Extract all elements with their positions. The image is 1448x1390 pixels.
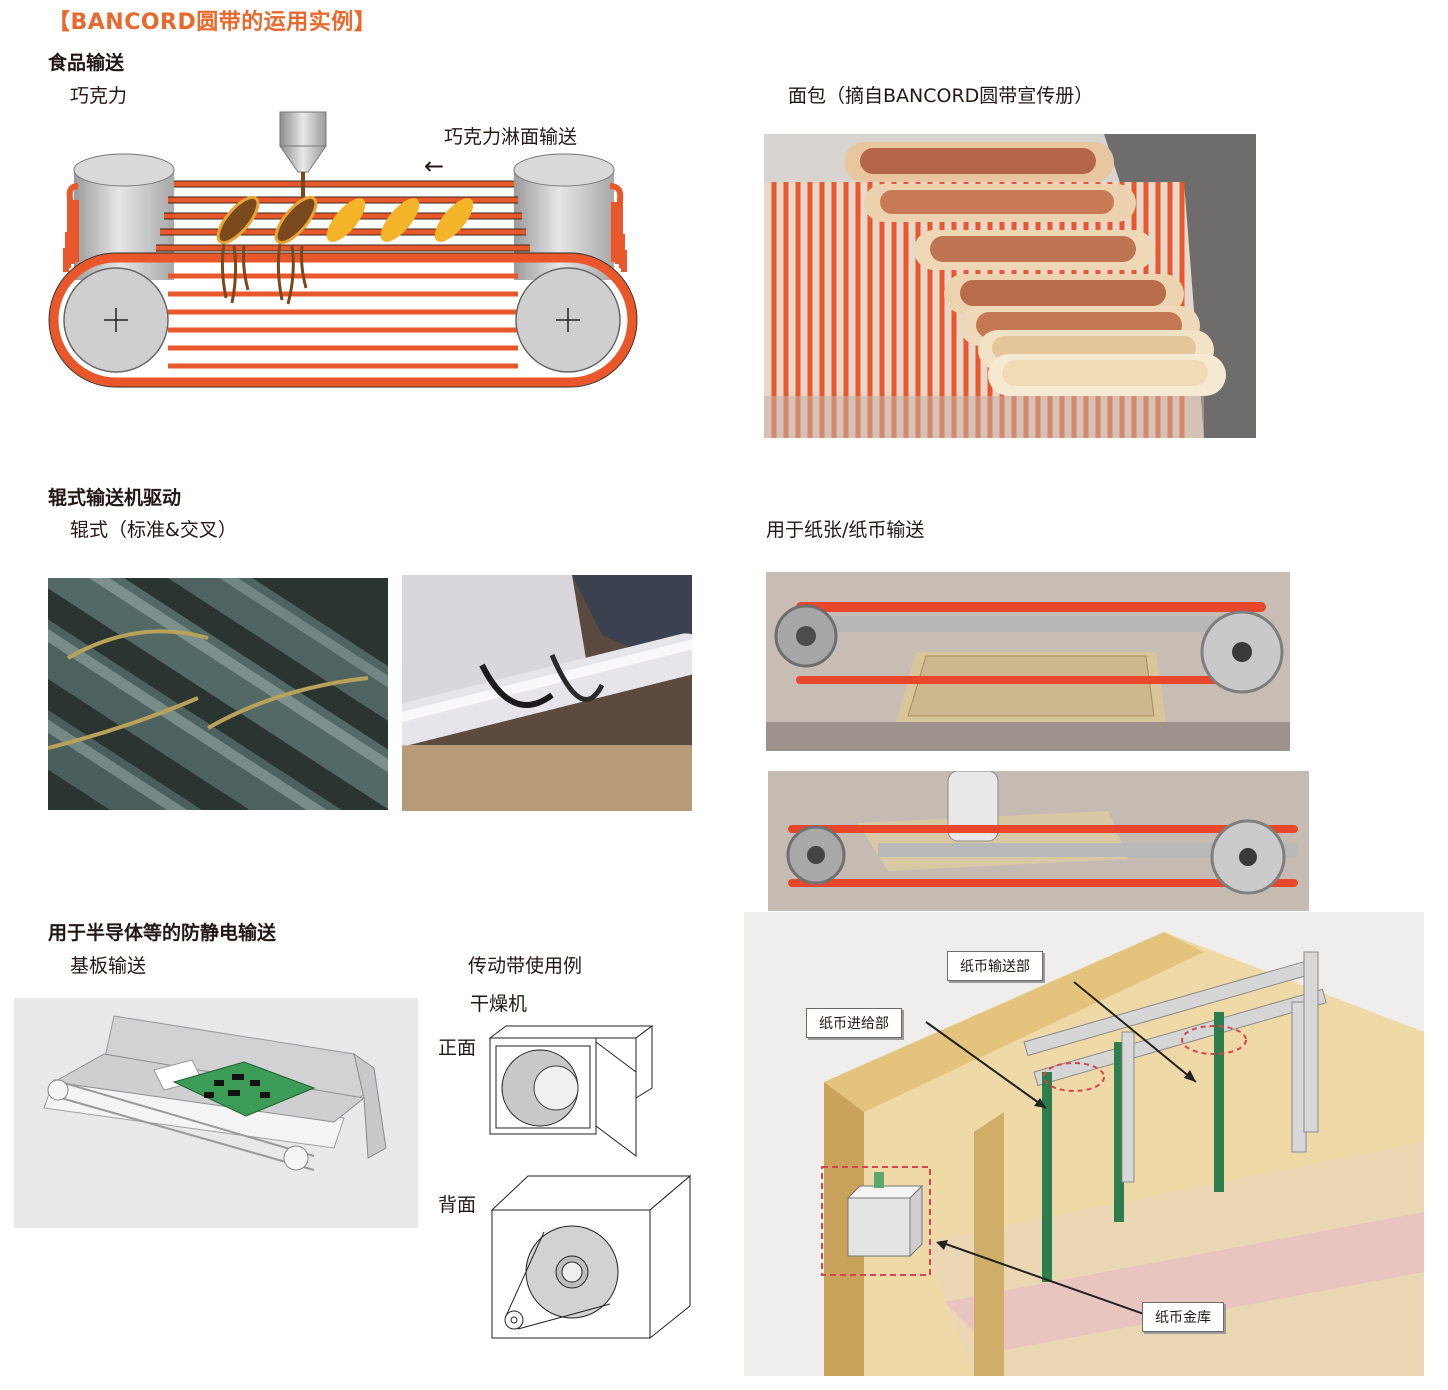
banknote-photo-bottom (768, 771, 1309, 911)
label-entry-section: 纸币进给部 (806, 1008, 902, 1038)
banknote-photo-top (766, 572, 1290, 751)
bread-photo (764, 134, 1256, 438)
label-feed-section: 纸币输送部 (947, 951, 1043, 981)
roller-type-label: 辊式（标准&交叉） (70, 519, 237, 541)
banknote-machine-diagram (744, 912, 1424, 1376)
roller-cross-photo (402, 575, 692, 811)
substrate-label: 基板输送 (70, 955, 147, 977)
direction-arrow: ← (424, 152, 445, 180)
dryer-label: 干燥机 (470, 993, 528, 1015)
front-label: 正面 (438, 1037, 477, 1059)
label-vault: 纸币金库 (1142, 1302, 1224, 1332)
semiconductor-heading: 用于半导体等的防静电输送 (48, 922, 277, 944)
chocolate-label: 巧克力 (70, 85, 128, 107)
roller-standard-photo (48, 578, 388, 810)
page-title: 【BANCORD圆带的运用实例】 (48, 10, 377, 35)
belt-example-label: 传动带使用例 (468, 955, 583, 977)
dryer-back-diagram (490, 1174, 692, 1340)
dryer-front-diagram (488, 1025, 654, 1157)
roller-heading: 辊式输送机驱动 (48, 487, 182, 509)
bread-label: 面包（摘自BANCORD圆带宣传册） (788, 85, 1094, 107)
paper-label: 用于纸张/纸币输送 (766, 519, 925, 541)
back-label: 背面 (438, 1194, 477, 1216)
substrate-conveyor-illustration (14, 998, 418, 1228)
chocolate-caption: 巧克力淋面输送 (444, 126, 578, 148)
chocolate-conveyor-illustration (48, 111, 638, 388)
food-heading: 食品输送 (48, 52, 125, 74)
